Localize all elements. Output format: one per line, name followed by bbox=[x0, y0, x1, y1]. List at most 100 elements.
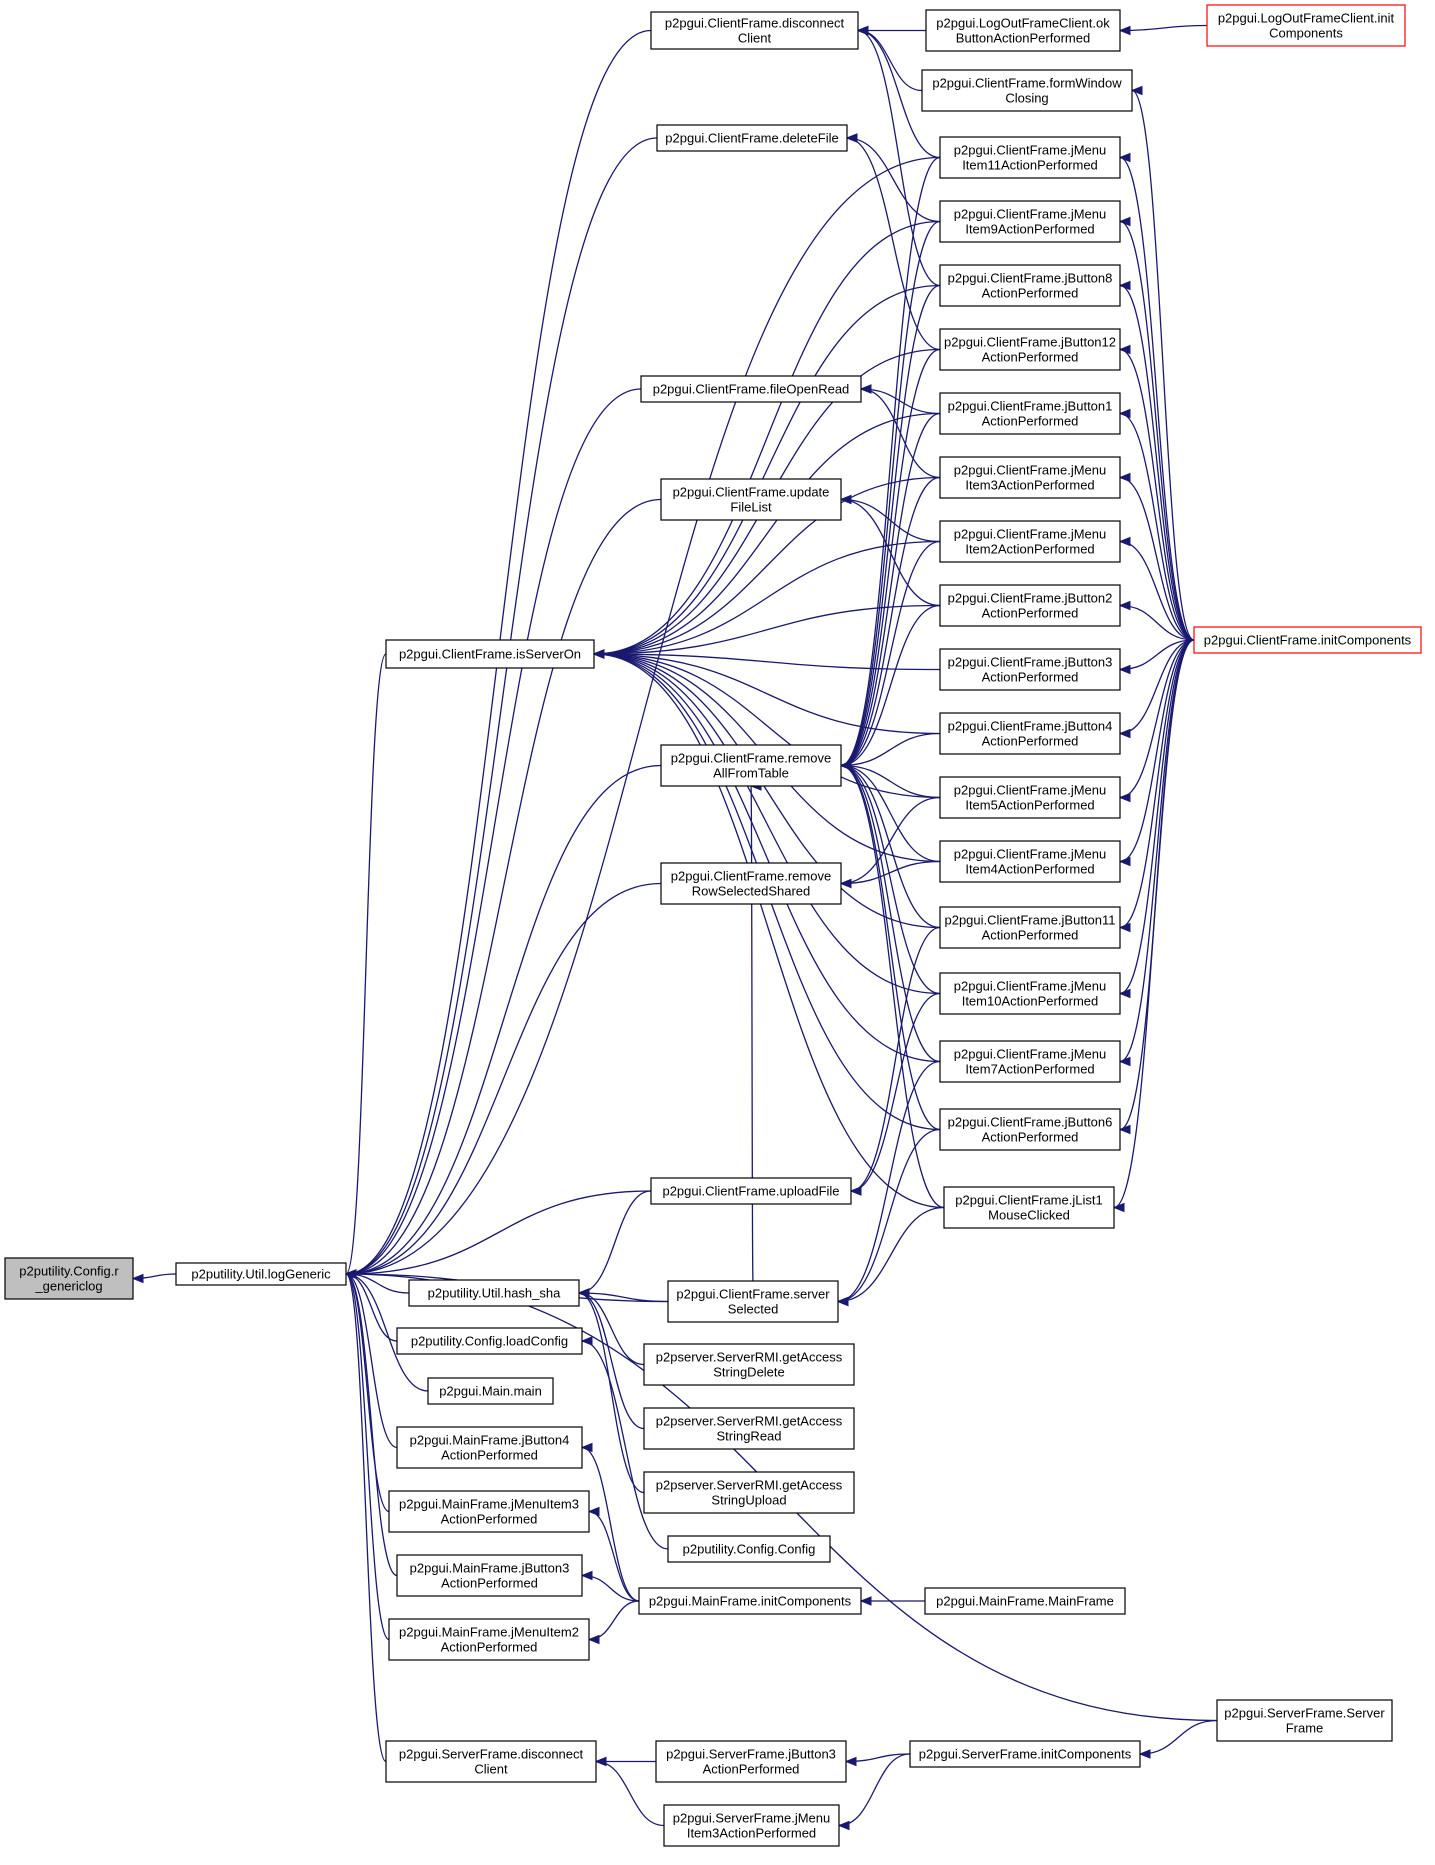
edge-line bbox=[345, 1273, 429, 1392]
node-box bbox=[396, 1327, 583, 1355]
node-cf-uploadfile[interactable]: p2pgui.ClientFrame.uploadFile bbox=[650, 1177, 852, 1205]
node-cf-isserveron[interactable]: p2pgui.ClientFrame.isServerOn bbox=[385, 639, 595, 669]
edge-cf-jbutton6-to-cf-removeallfromtable bbox=[839, 760, 941, 1131]
edge-cf-initcomponents-to-cf-jmenuitem10 bbox=[1118, 639, 1195, 999]
node-label: p2putility.Util.hash_sha bbox=[428, 1286, 561, 1301]
node-mf-mainframe[interactable]: p2pgui.MainFrame.MainFrame bbox=[924, 1587, 1126, 1615]
edge-cf-jmenuitem9-to-cf-isserveron bbox=[592, 220, 941, 659]
node-cf-jmenuitem7[interactable]: p2pgui.ClientFrame.jMenuItem7ActionPerfo… bbox=[939, 1040, 1121, 1083]
node-cf-jbutton6[interactable]: p2pgui.ClientFrame.jButton6ActionPerform… bbox=[939, 1108, 1121, 1151]
edge-cf-initcomponents-to-cf-formwindowclosing bbox=[1130, 85, 1195, 641]
edge-mf-mainframe-to-mf-initcomponents bbox=[859, 1596, 926, 1606]
node-cf-jbutton12[interactable]: p2pgui.ClientFrame.jButton12ActionPerfor… bbox=[939, 328, 1121, 371]
node-sf-serverframe[interactable]: p2pgui.ServerFrame.ServerFrame bbox=[1216, 1699, 1393, 1742]
node-cf-jmenuitem9[interactable]: p2pgui.ClientFrame.jMenuItem9ActionPerfo… bbox=[939, 200, 1121, 243]
node-box bbox=[939, 200, 1121, 243]
edge-sf-initcomponents-to-sf-jmenuitem3 bbox=[837, 1753, 911, 1831]
node-srmi-delete[interactable]: p2pserver.ServerRMI.getAccessStringDelet… bbox=[643, 1343, 855, 1386]
node-cf-fileopenread[interactable]: p2pgui.ClientFrame.fileOpenRead bbox=[640, 375, 862, 403]
node-label: p2pgui.ClientFrame.jList1 bbox=[955, 1193, 1102, 1208]
node-label: Item3ActionPerformed bbox=[965, 478, 1094, 493]
edge-line bbox=[345, 1273, 387, 1763]
node-box bbox=[939, 136, 1121, 179]
node-cf-removerowselectedshared[interactable]: p2pgui.ClientFrame.removeRowSelectedShar… bbox=[660, 862, 842, 905]
node-cf-jbutton11[interactable]: p2pgui.ClientFrame.jButton11ActionPerfor… bbox=[939, 906, 1121, 949]
edge-line bbox=[593, 653, 941, 735]
node-config-config[interactable]: p2putility.Config.Config bbox=[667, 1535, 831, 1563]
node-cf-jbutton8[interactable]: p2pgui.ClientFrame.jButton8ActionPerform… bbox=[939, 264, 1121, 307]
node-srmi-upload[interactable]: p2pserver.ServerRMI.getAccessStringUploa… bbox=[643, 1471, 855, 1514]
node-mf-jmenuitem3[interactable]: p2pgui.MainFrame.jMenuItem3ActionPerform… bbox=[388, 1490, 590, 1533]
edge-cf-initcomponents-to-cf-jmenuitem4 bbox=[1118, 639, 1195, 867]
node-mf-initcomponents[interactable]: p2pgui.MainFrame.initComponents bbox=[638, 1587, 862, 1615]
edge-line bbox=[1119, 540, 1195, 641]
node-box bbox=[643, 1343, 855, 1386]
node-label: p2pgui.ClientFrame.jMenu bbox=[954, 783, 1106, 798]
node-sf-jbutton3[interactable]: p2pgui.ServerFrame.jButton3ActionPerform… bbox=[655, 1740, 847, 1783]
node-label: RowSelectedShared bbox=[692, 884, 811, 899]
node-cf-jbutton3[interactable]: p2pgui.ClientFrame.jButton3ActionPerform… bbox=[939, 648, 1121, 691]
edge-line bbox=[850, 992, 941, 1192]
edge-arrowhead bbox=[1118, 216, 1131, 227]
edge-line bbox=[345, 653, 387, 1275]
edge-line bbox=[1131, 89, 1195, 641]
node-cf-deletefile[interactable]: p2pgui.ClientFrame.deleteFile bbox=[656, 124, 848, 152]
edge-line bbox=[345, 882, 662, 1275]
node-label: p2pgui.ClientFrame.jButton12 bbox=[944, 335, 1116, 350]
edge-mf-initcomponents-to-mf-jbutton3 bbox=[580, 1570, 640, 1602]
edge-line bbox=[840, 764, 941, 1131]
node-cf-jmenuitem11[interactable]: p2pgui.ClientFrame.jMenuItem11ActionPerf… bbox=[939, 136, 1121, 179]
node-sf-jmenuitem3[interactable]: p2pgui.ServerFrame.jMenuItem3ActionPerfo… bbox=[663, 1804, 840, 1847]
edge-arrowhead bbox=[845, 133, 858, 143]
node-cf-jmenuitem5[interactable]: p2pgui.ClientFrame.jMenuItem5ActionPerfo… bbox=[939, 776, 1121, 819]
edge-arrowhead bbox=[856, 25, 869, 36]
node-config-loadconfig[interactable]: p2putility.Config.loadConfig bbox=[396, 1327, 583, 1355]
node-lofc-initcomponents[interactable]: p2pgui.LogOutFrameClient.initComponents bbox=[1206, 4, 1406, 47]
node-cf-initcomponents[interactable]: p2pgui.ClientFrame.initComponents bbox=[1193, 626, 1422, 654]
node-cf-jbutton4[interactable]: p2pgui.ClientFrame.jButton4ActionPerform… bbox=[939, 712, 1121, 755]
edge-arrowhead bbox=[836, 1296, 849, 1307]
edge-line bbox=[840, 860, 941, 885]
node-label: Item3ActionPerformed bbox=[687, 1826, 816, 1841]
node-cf-jmenuitem4[interactable]: p2pgui.ClientFrame.jMenuItem4ActionPerfo… bbox=[939, 840, 1121, 883]
edge-cf-jbutton6-to-cf-serverselected bbox=[836, 1128, 941, 1307]
node-lofc-okbutton[interactable]: p2pgui.LogOutFrameClient.okButtonActionP… bbox=[925, 9, 1121, 52]
node-label: ActionPerformed bbox=[982, 670, 1079, 685]
node-cf-jbutton1[interactable]: p2pgui.ClientFrame.jButton1ActionPerform… bbox=[939, 392, 1121, 435]
node-main-main[interactable]: p2pgui.Main.main bbox=[427, 1377, 554, 1405]
node-cf-jmenuitem2[interactable]: p2pgui.ClientFrame.jMenuItem2ActionPerfo… bbox=[939, 520, 1121, 563]
node-box bbox=[943, 1186, 1115, 1229]
node-label: Item11ActionPerformed bbox=[962, 158, 1098, 173]
edge-cf-uploadfile-to-util-hashsha bbox=[577, 1190, 652, 1298]
node-mf-jmenuitem2[interactable]: p2pgui.MainFrame.jMenuItem2ActionPerform… bbox=[388, 1618, 590, 1661]
edge-line bbox=[840, 764, 941, 799]
node-cf-jmenuitem10[interactable]: p2pgui.ClientFrame.jMenuItem10ActionPerf… bbox=[939, 972, 1121, 1015]
edge-line bbox=[593, 284, 941, 655]
node-cf-jbutton2[interactable]: p2pgui.ClientFrame.jButton2ActionPerform… bbox=[939, 584, 1121, 627]
edge-cf-fileopenread-to-util-loggeneric bbox=[344, 388, 642, 1279]
node-label: p2pgui.ClientFrame.jButton8 bbox=[948, 271, 1113, 286]
node-util-loggeneric[interactable]: p2putility.Util.logGeneric bbox=[175, 1262, 347, 1286]
node-config-rgenericlog[interactable]: p2putility.Config.r_genericlog bbox=[4, 1257, 134, 1300]
edge-line bbox=[840, 348, 941, 767]
edge-line bbox=[837, 1060, 941, 1303]
edge-arrowhead bbox=[1118, 856, 1131, 867]
node-label: p2pgui.MainFrame.jButton3 bbox=[410, 1561, 570, 1576]
edge-cf-initcomponents-to-cf-jmenuitem11 bbox=[1118, 152, 1195, 641]
node-cf-jmenuitem3[interactable]: p2pgui.ClientFrame.jMenuItem3ActionPerfo… bbox=[939, 456, 1121, 499]
node-label: p2pgui.ClientFrame.update bbox=[673, 485, 830, 500]
node-sf-initcomponents[interactable]: p2pgui.ServerFrame.initComponents bbox=[909, 1740, 1141, 1768]
edge-arrowhead bbox=[594, 1756, 607, 1767]
node-util-hashsha[interactable]: p2putility.Util.hash_sha bbox=[408, 1279, 580, 1307]
node-label: Item7ActionPerformed bbox=[965, 1062, 1094, 1077]
